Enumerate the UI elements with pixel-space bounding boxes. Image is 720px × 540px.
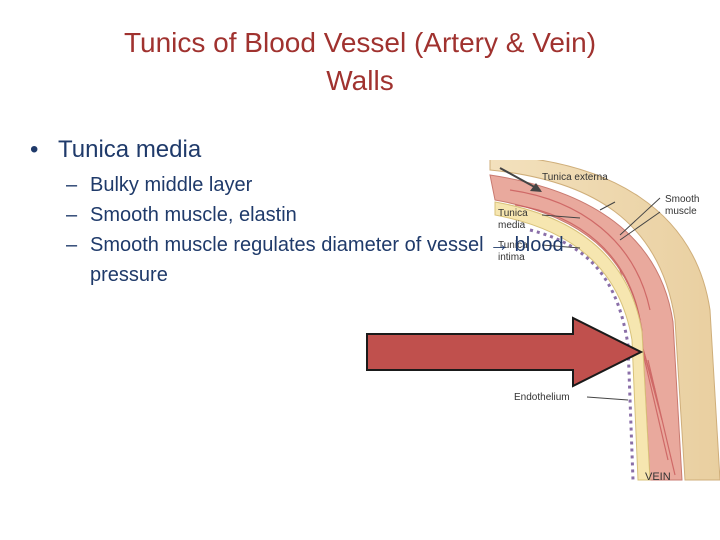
subbullet-item: – Smooth muscle, elastin — [30, 200, 670, 230]
title-line-1: Tunics of Blood Vessel (Artery & Vein) — [123, 27, 597, 58]
tunica-intima-layer — [494, 201, 651, 481]
bullet-text: Tunica media — [58, 136, 202, 163]
label-tunica-externa: Tunica externa — [542, 172, 608, 183]
vein-wall-diagram: Tunica externa Tunica media Tunica intim… — [489, 160, 720, 483]
label-smooth-muscle-1: Smooth — [665, 194, 699, 205]
tunica-externa-pointer-arrow — [499, 167, 541, 191]
tunica-externa-layer — [489, 160, 720, 481]
subbullet-item: – Bulky middle layer — [30, 170, 670, 200]
label-vein: VEIN — [645, 471, 671, 483]
label-tunica-intima-2: intima — [498, 252, 525, 263]
subbullet-text: Bulky middle layer — [90, 174, 253, 196]
subbullet-text: Smooth muscle regulates diameter of vess… — [90, 234, 564, 286]
tunica-media-layer — [489, 174, 683, 481]
title-line-2: Walls — [326, 65, 394, 96]
subbullet-dash: – — [66, 174, 78, 196]
subbullet-dash: – — [66, 234, 78, 256]
label-endothelium: Endothelium — [514, 392, 570, 403]
bullet-dot: • — [30, 136, 39, 163]
endothelium-layer — [529, 228, 635, 481]
bullet-list: • Tunica media – Bulky middle layer – Sm… — [30, 130, 670, 290]
label-smooth-muscle-2: muscle — [665, 206, 697, 217]
label-tunica-intima-1: Tunica — [498, 240, 528, 251]
subbullet-text: Smooth muscle, elastin — [90, 204, 297, 226]
red-arrow — [366, 316, 644, 388]
smooth-muscle-leader — [599, 201, 616, 211]
subbullet-dash: – — [66, 204, 78, 226]
bullet-item: • Tunica media — [30, 130, 670, 170]
label-tunica-media-2: media — [498, 220, 526, 231]
subbullet-item: – Smooth muscle regulates diameter of ve… — [30, 230, 610, 290]
slide-title: Tunics of Blood Vessel (Artery & Vein) W… — [40, 24, 680, 100]
label-tunica-media-1: Tunica — [498, 208, 528, 219]
